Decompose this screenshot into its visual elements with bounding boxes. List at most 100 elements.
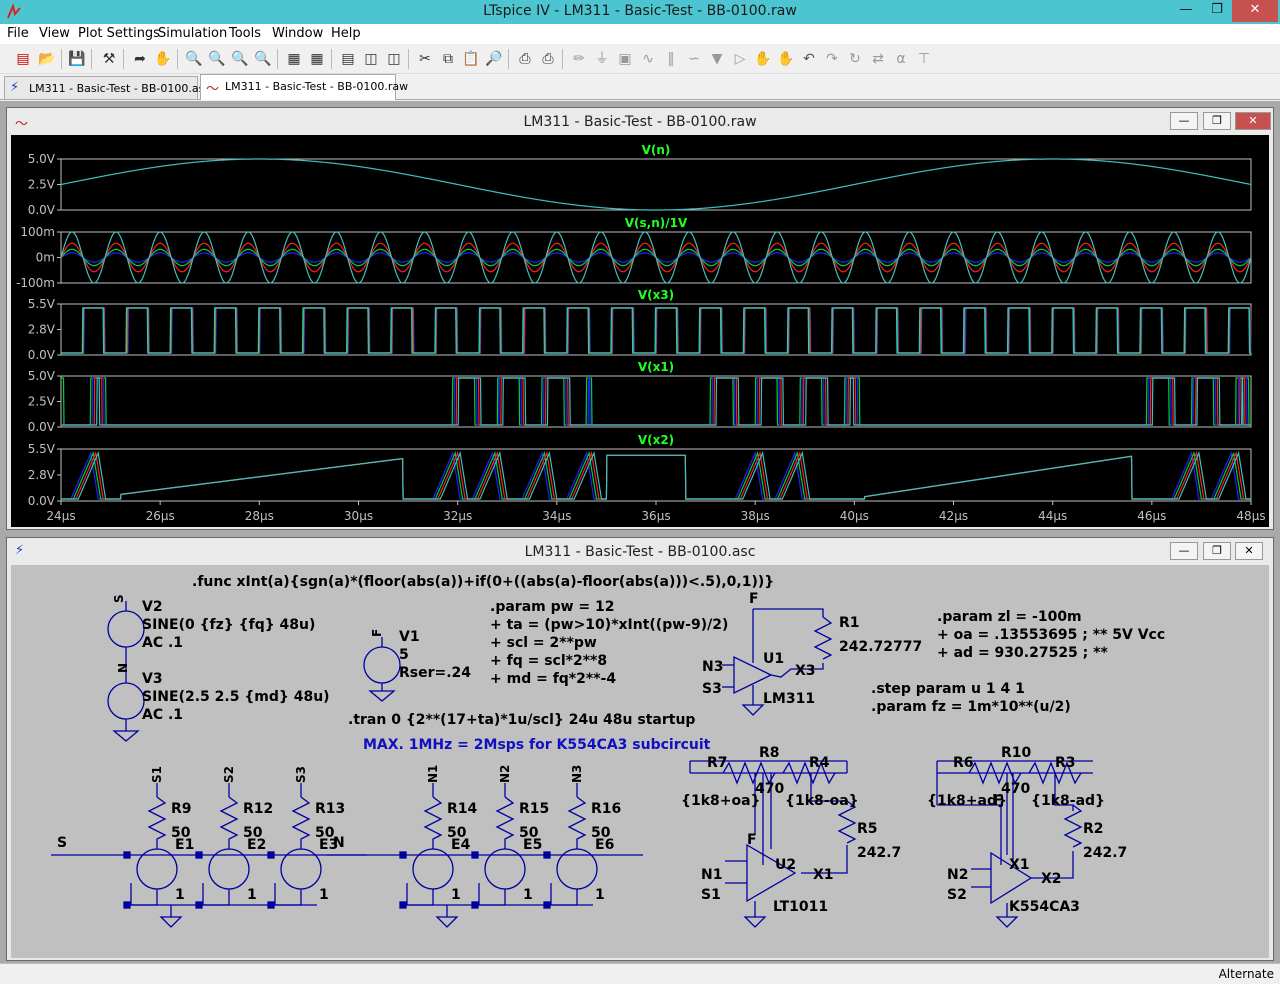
s-group-resistor-value[interactable]: 50 — [171, 825, 191, 841]
waveform-plot[interactable]: V(n)5.0V2.5V0.0VV(s,n)/1V100m0m-100mV(x3… — [11, 135, 1269, 527]
n-group-resistor[interactable] — [423, 796, 443, 847]
copy-icon[interactable]: ⧉ — [443, 51, 453, 67]
trace-v-n[interactable] — [60, 158, 1252, 211]
zl-line-2[interactable]: + oa = .13553695 ; ** 5V Vcc — [937, 627, 1165, 643]
r4-value[interactable]: {1k8-oa} — [785, 793, 859, 809]
tab-schematic[interactable]: ⚡ LM311 - Basic-Test - BB-0100.asc — [4, 76, 210, 99]
v2-value-2[interactable]: AC .1 — [142, 635, 183, 651]
v3-value-2[interactable]: AC .1 — [142, 707, 183, 723]
zoom-out-icon[interactable]: 🔍 — [231, 51, 249, 67]
r1-name[interactable]: R1 — [839, 615, 860, 631]
s-group-resistor[interactable] — [219, 796, 239, 847]
pane-trace-label[interactable]: V(n) — [642, 143, 671, 157]
n-group-e-gain[interactable]: 1 — [595, 887, 605, 903]
waveform-restore-button[interactable]: ❐ — [1203, 112, 1231, 130]
trace-v-x3-step-4[interactable] — [61, 307, 1251, 354]
pane-trace-label[interactable]: V(x3) — [638, 288, 674, 302]
cascade-icon[interactable]: ◫ — [364, 51, 378, 67]
paste-icon[interactable]: 📋 — [462, 51, 480, 67]
trace-v-x1-step-4[interactable] — [61, 377, 1251, 426]
redo-icon[interactable]: ↷ — [826, 51, 838, 67]
n-group-resistor-value[interactable]: 50 — [519, 825, 539, 841]
u2-part[interactable]: LT1011 — [773, 899, 828, 915]
s-group-resistor-name[interactable]: R9 — [171, 801, 192, 817]
restore-button[interactable]: ❐ — [1211, 2, 1223, 17]
schematic-window[interactable]: ⚡ LM311 - Basic-Test - BB-0100.asc — ❐ ✕… — [6, 537, 1274, 961]
x1-part[interactable]: K554CA3 — [1009, 899, 1080, 915]
menu-file[interactable]: File — [7, 26, 29, 41]
r10-value[interactable]: 470 — [1001, 781, 1030, 797]
s-group-resistor[interactable] — [291, 796, 311, 847]
s-group-resistor-name[interactable]: R12 — [243, 801, 273, 817]
v1-rser[interactable]: Rser=.24 — [399, 665, 471, 681]
zoom-in-icon[interactable]: 🔍 — [185, 51, 203, 67]
undo-icon[interactable]: ↶ — [803, 51, 815, 67]
diode-icon[interactable]: ▼ — [711, 51, 723, 67]
tile-vertical-icon[interactable]: ◫ — [387, 51, 401, 67]
s-group-resistor-name[interactable]: R13 — [315, 801, 345, 817]
spice-directive-icon[interactable]: ⊤ — [917, 51, 931, 67]
r6-name[interactable]: R6 — [953, 755, 974, 771]
save-icon[interactable]: 💾 — [68, 51, 86, 67]
menu-help[interactable]: Help — [331, 26, 361, 41]
menu-view[interactable]: View — [39, 26, 70, 41]
open-icon[interactable]: 📂 — [38, 51, 56, 67]
x1-name[interactable]: X1 — [1009, 857, 1030, 873]
n-group-e-gain[interactable]: 1 — [523, 887, 533, 903]
menu-plot-settings[interactable]: Plot Settings — [78, 26, 160, 41]
r5-value[interactable]: 242.7 — [857, 845, 901, 861]
r3-value[interactable]: {1k8-ad} — [1031, 793, 1105, 809]
halt-icon[interactable]: ✋ — [154, 51, 172, 67]
r2-name[interactable]: R2 — [1083, 821, 1104, 837]
menu-window[interactable]: Window — [272, 26, 324, 41]
tile-horizontal-icon[interactable]: ▤ — [341, 51, 355, 67]
schematic-restore-button[interactable]: ❐ — [1203, 542, 1231, 560]
new-schematic-icon[interactable]: ▤ — [16, 51, 30, 67]
u2-name[interactable]: U2 — [775, 857, 796, 873]
trace-v-sn-step-4[interactable] — [60, 231, 1252, 284]
r4-name[interactable]: R4 — [809, 755, 830, 771]
v1-value[interactable]: 5 — [399, 647, 409, 663]
s-group-resistor[interactable] — [147, 796, 167, 847]
r2-value[interactable]: 242.7 — [1083, 845, 1127, 861]
n-group-resistor-name[interactable]: R16 — [591, 801, 621, 817]
schematic-canvas[interactable]: .func xInt(a){sgn(a)*(floor(abs(a))+if(0… — [11, 565, 1269, 958]
print-icon[interactable]: ⎙ — [542, 51, 554, 67]
ltspice-app-icon[interactable] — [6, 4, 22, 20]
minimize-button[interactable]: — — [1179, 2, 1193, 17]
r7-name[interactable]: R7 — [707, 755, 728, 771]
waveform-minimize-button[interactable]: — — [1170, 112, 1198, 130]
waveform-window-titlebar[interactable]: 〜 LM311 - Basic-Test - BB-0100.raw — ❐ ✕ — [7, 108, 1273, 134]
waveform-window[interactable]: 〜 LM311 - Basic-Test - BB-0100.raw — ❐ ✕… — [6, 107, 1274, 530]
subcircuit-comment[interactable]: MAX. 1MHz = 2Msps for K554CA3 subcircuit — [363, 737, 711, 753]
v2-value-1[interactable]: SINE(0 {fz} {fq} 48u) — [142, 617, 315, 633]
fit-view-icon[interactable]: ▦ — [310, 51, 324, 67]
v3-value-1[interactable]: SINE(2.5 2.5 {md} 48u) — [142, 689, 330, 705]
r3-name[interactable]: R3 — [1055, 755, 1076, 771]
n-group-resistor-value[interactable]: 50 — [447, 825, 467, 841]
print-setup-icon[interactable]: ⎙ — [519, 51, 531, 67]
param-line-1[interactable]: .param pw = 12 — [490, 599, 615, 615]
param-line-5[interactable]: + md = fq*2**-4 — [490, 671, 616, 687]
r6-value[interactable]: {1k8+ad} — [927, 793, 1007, 809]
schematic-window-titlebar[interactable]: ⚡ LM311 - Basic-Test - BB-0100.asc — ❐ ✕ — [7, 538, 1273, 564]
capacitor-icon[interactable]: ‖ — [667, 51, 675, 67]
rotate-icon[interactable]: ↻ — [849, 51, 861, 67]
n-group-resistor[interactable] — [495, 796, 515, 847]
s-group-e-name[interactable]: E1 — [175, 837, 194, 853]
n-group-resistor-name[interactable]: R14 — [447, 801, 478, 817]
trace-v-x2-step-4[interactable] — [61, 450, 1251, 500]
zl-line-1[interactable]: .param zl = -100m — [937, 609, 1082, 625]
u1-part[interactable]: LM311 — [763, 691, 815, 707]
menu-simulation[interactable]: Simulation — [158, 26, 228, 41]
s-group-e-gain[interactable]: 1 — [247, 887, 257, 903]
s-group-e-gain[interactable]: 1 — [319, 887, 329, 903]
r8-value[interactable]: 470 — [755, 781, 784, 797]
n-group-resistor[interactable] — [567, 796, 587, 847]
ground-icon[interactable]: ⏚ — [595, 51, 609, 67]
zl-line-3[interactable]: + ad = 930.27525 ; ** — [937, 645, 1108, 661]
v1-name[interactable]: V1 — [399, 629, 420, 645]
step-line-1[interactable]: .step param u 1 4 1 — [871, 681, 1025, 697]
step-line-2[interactable]: .param fz = 1m*10**(u/2) — [871, 699, 1071, 715]
s-group-resistor-value[interactable]: 50 — [315, 825, 335, 841]
